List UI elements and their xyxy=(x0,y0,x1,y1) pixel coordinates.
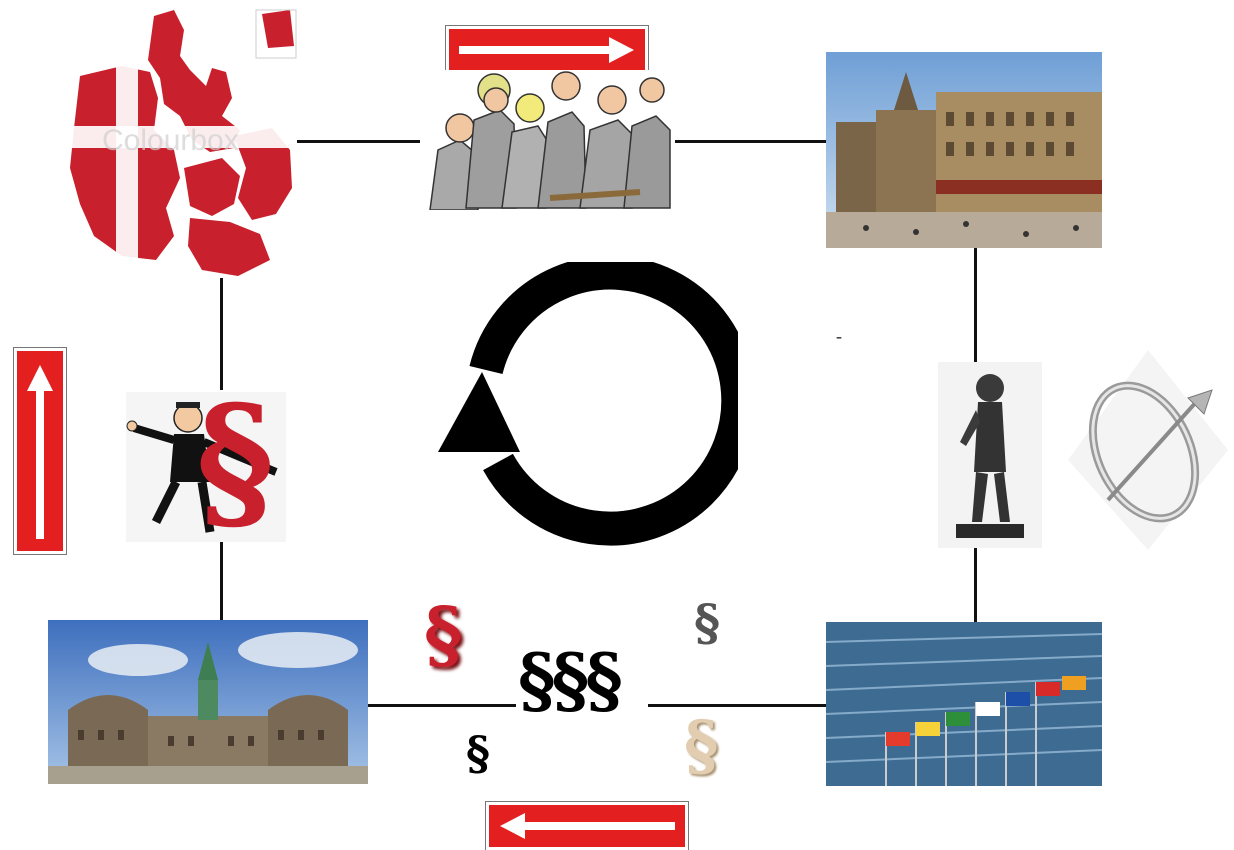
beige-paragraph-symbol: § xyxy=(684,706,719,784)
manneken-pis-statue xyxy=(938,362,1042,548)
denmark-map-icon xyxy=(62,8,297,283)
denmark-map: Colourbox xyxy=(62,8,297,283)
map-watermark: Colourbox xyxy=(102,124,239,157)
red-paragraph-symbol: § xyxy=(424,592,463,678)
eu-parliament-flags-icon xyxy=(826,622,1102,786)
left-arrow-icon xyxy=(500,813,675,839)
connector-right-upper xyxy=(974,248,977,363)
right-arrow-icon xyxy=(459,37,634,63)
arrow-ring xyxy=(1048,340,1234,560)
arrow-sign-right xyxy=(446,26,648,74)
brussels-grand-place-icon xyxy=(826,52,1102,248)
small-black-paragraph-symbol: § xyxy=(466,726,491,780)
connector-left-lower xyxy=(220,540,223,622)
cycle-arrow xyxy=(438,262,738,552)
connector-right-lower xyxy=(974,548,977,623)
arrow-ring-icon xyxy=(1068,350,1228,550)
connector-top-right xyxy=(675,140,830,143)
arrow-sign-up xyxy=(14,348,66,554)
manneken-pis-icon xyxy=(938,362,1042,548)
cycle-arrow-icon xyxy=(438,262,738,546)
connector-bottom-right xyxy=(648,704,830,707)
grey-paragraph-symbol: § xyxy=(694,593,721,652)
brussels-grand-place-photo xyxy=(826,52,1102,248)
paragraph-cluster-text: §§§ xyxy=(518,637,623,722)
up-arrow-icon xyxy=(27,365,53,539)
connector-bottom-left xyxy=(368,704,516,707)
paragraph-cluster: §§§ xyxy=(518,644,623,716)
eu-parliament-photo xyxy=(826,622,1102,786)
politicians-cartoon xyxy=(420,70,674,210)
connector-top-left xyxy=(297,140,422,143)
politicians-cartoon-icon xyxy=(420,70,674,210)
christiansborg-palace-photo xyxy=(48,620,368,784)
christiansborg-palace-icon xyxy=(48,620,368,784)
lawyer-paragraph-cartoon-icon xyxy=(126,392,286,542)
connector-left-upper xyxy=(220,278,223,390)
dash-mark: - xyxy=(836,326,842,346)
lawyer-paragraph-symbol: § xyxy=(196,373,275,549)
lawyer-paragraph-cartoon: § xyxy=(126,386,286,542)
arrow-sign-left xyxy=(486,802,688,850)
